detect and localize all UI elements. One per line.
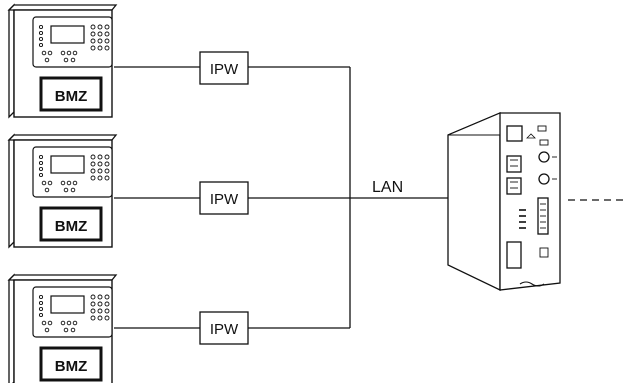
panel-display xyxy=(50,25,85,44)
ethernet-port xyxy=(506,125,523,142)
usb-port-1 xyxy=(506,155,522,173)
ipw-label-3: IPW xyxy=(210,321,239,338)
controller-device xyxy=(447,112,561,292)
lower-port xyxy=(506,241,522,269)
ipw-label-1: IPW xyxy=(210,61,239,78)
ipw-box-2 xyxy=(199,181,249,215)
ipw-box-3 xyxy=(199,311,249,345)
panel-3-brand: BMZ xyxy=(55,358,88,375)
connector-1 xyxy=(538,151,550,163)
panel-1-brand: BMZ xyxy=(55,88,88,105)
usb-port-2 xyxy=(506,177,522,195)
panel-side xyxy=(8,3,15,119)
lan-label: LAN xyxy=(372,179,403,196)
ipw-box-1 xyxy=(199,51,249,85)
panel-2-brand: BMZ xyxy=(55,218,88,235)
device-side xyxy=(447,112,501,292)
panel-top xyxy=(7,4,118,11)
brand-plate xyxy=(39,76,103,112)
ipw-label-2: IPW xyxy=(210,191,239,208)
power-connector xyxy=(539,247,549,258)
connector-2 xyxy=(538,173,550,185)
fire-panel xyxy=(7,3,118,119)
